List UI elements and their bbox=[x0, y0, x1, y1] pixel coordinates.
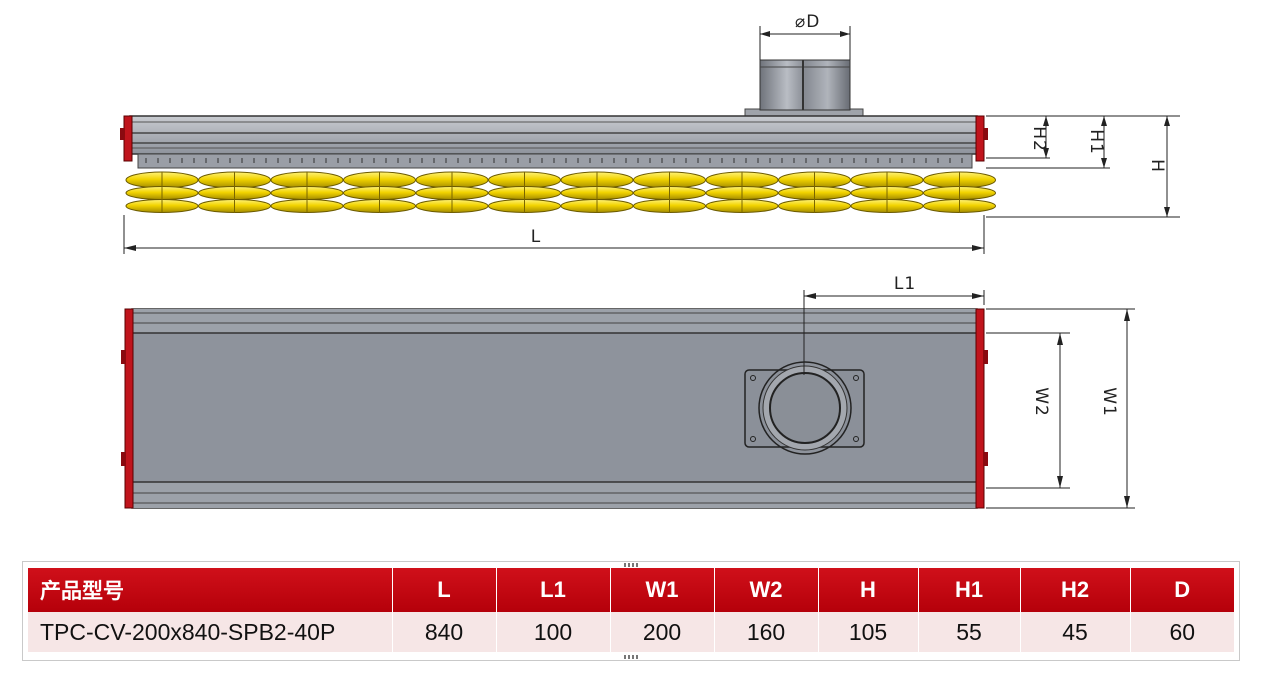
connector-barrel bbox=[759, 59, 851, 111]
port-opening bbox=[769, 372, 841, 444]
spec-table-header-row: 产品型号 L L1 W1 W2 H H1 H2 D bbox=[28, 568, 1234, 612]
cell-L1[interactable]: 100 bbox=[496, 612, 611, 652]
top-end-cap-left bbox=[124, 308, 134, 509]
cell-D[interactable]: 60 bbox=[1130, 612, 1234, 652]
dim-label-L: L bbox=[531, 227, 541, 247]
front-dimensions bbox=[123, 26, 1180, 254]
dim-label-W2: W2 bbox=[1031, 387, 1051, 417]
cell-H2[interactable]: 45 bbox=[1020, 612, 1131, 652]
top-view bbox=[121, 308, 988, 509]
cell-H[interactable]: 105 bbox=[818, 612, 919, 652]
resize-handle-bottom[interactable] bbox=[624, 655, 638, 659]
resize-handle-top[interactable] bbox=[624, 563, 638, 567]
cell-H1[interactable]: 55 bbox=[918, 612, 1021, 652]
dim-label-H1: H1 bbox=[1086, 129, 1106, 155]
dim-label-H2: H2 bbox=[1029, 126, 1049, 152]
cell-model[interactable]: TPC-CV-200x840-SPB2-40P bbox=[28, 612, 393, 652]
cell-L[interactable]: 840 bbox=[392, 612, 497, 652]
front-dimension-arrows bbox=[124, 31, 1170, 251]
dim-label-W1: W1 bbox=[1099, 387, 1119, 417]
dim-label-H: H bbox=[1147, 159, 1167, 173]
dim-label-D: ⌀D bbox=[795, 12, 820, 32]
header-W2: W2 bbox=[714, 568, 819, 612]
port-ring-outer bbox=[758, 361, 852, 455]
header-L: L bbox=[392, 568, 497, 612]
header-D: D bbox=[1130, 568, 1234, 612]
front-view bbox=[120, 59, 996, 213]
header-model: 产品型号 bbox=[28, 568, 393, 612]
nozzle-strip bbox=[137, 153, 973, 169]
top-dimensions bbox=[803, 290, 1135, 509]
header-W1: W1 bbox=[610, 568, 715, 612]
nozzle-ticks bbox=[145, 158, 963, 163]
cell-W1[interactable]: 200 bbox=[610, 612, 715, 652]
top-dimension-arrows bbox=[804, 293, 1130, 508]
cell-W2[interactable]: 160 bbox=[714, 612, 819, 652]
header-L1: L1 bbox=[496, 568, 611, 612]
technical-drawing: ⌀D L H2 H1 H bbox=[120, 12, 1180, 509]
end-cap-right bbox=[975, 115, 985, 162]
suction-cup-row bbox=[125, 171, 996, 213]
spec-table-container: 产品型号 L L1 W1 W2 H H1 H2 D TPC-CV-200x840… bbox=[22, 561, 1240, 661]
header-H2: H2 bbox=[1020, 568, 1131, 612]
header-H1: H1 bbox=[918, 568, 1021, 612]
dim-label-L1: L1 bbox=[894, 274, 916, 294]
table-row: TPC-CV-200x840-SPB2-40P 840 100 200 160 … bbox=[28, 612, 1234, 652]
header-H: H bbox=[818, 568, 919, 612]
top-end-cap-right bbox=[975, 308, 985, 509]
spec-table: 产品型号 L L1 W1 W2 H H1 H2 D TPC-CV-200x840… bbox=[28, 568, 1234, 652]
end-cap-left bbox=[123, 115, 133, 162]
